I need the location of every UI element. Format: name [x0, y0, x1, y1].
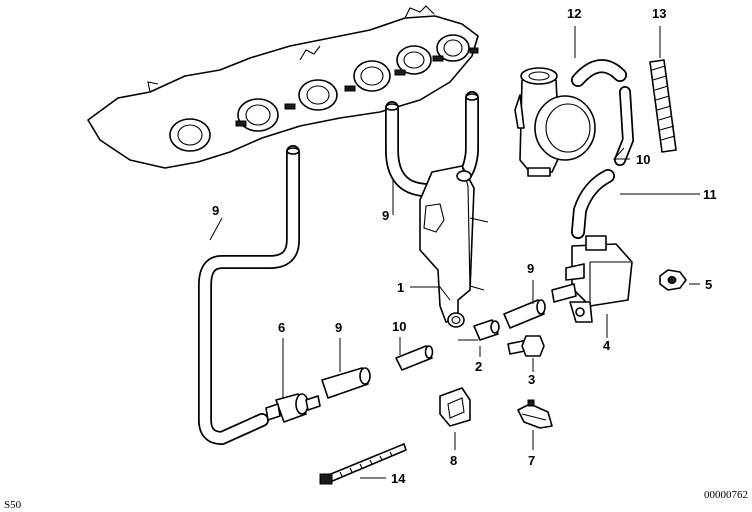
callout-2: 2: [475, 359, 482, 374]
callout-4: 4: [603, 338, 611, 353]
callout-13: 13: [652, 6, 666, 21]
hose-curved: [571, 169, 615, 239]
callout-10-left: 10: [392, 319, 406, 334]
hex-nut: [659, 269, 687, 291]
hose-bend: [571, 59, 627, 87]
callout-9-hose: 9: [335, 320, 342, 335]
callout-8: 8: [450, 453, 457, 468]
manifold-port: [436, 34, 470, 62]
callout-14: 14: [391, 471, 406, 486]
vacuum-hose-long: [198, 145, 300, 445]
callout-6: 6: [278, 320, 285, 335]
check-valve: [265, 393, 321, 423]
clip: [439, 387, 471, 427]
callout-9-right: 9: [527, 261, 534, 276]
callout-9-center: 9: [382, 208, 389, 223]
clamp: [517, 399, 553, 429]
callout-9-left: 9: [212, 203, 219, 218]
hose-piece-10: [395, 345, 434, 371]
diagram-group-code: S50: [4, 499, 22, 511]
bracket: [419, 165, 489, 328]
callout-1: 1: [397, 280, 404, 295]
manifold-port: [353, 60, 391, 92]
callout-7: 7: [528, 453, 535, 468]
callout-10-right: 10: [636, 152, 650, 167]
diagram-reference-number: 00000762: [704, 489, 748, 501]
leader-lines: [209, 26, 700, 479]
connector-2: [473, 319, 500, 341]
callout-11: 11: [703, 187, 717, 202]
cable-tie: [319, 443, 407, 485]
hose-piece-9-right: [503, 299, 546, 329]
manifold-port: [237, 98, 279, 132]
hose-piece-9-left: [321, 367, 371, 399]
intake-manifold: [87, 5, 479, 169]
callout-5: 5: [705, 277, 712, 292]
manifold-port: [169, 118, 211, 152]
insulating-tube: [649, 59, 677, 153]
bolt: [507, 335, 545, 357]
manifold-port: [396, 45, 432, 75]
manifold-port: [298, 79, 338, 111]
thermo-valve: [514, 67, 596, 177]
hose-short-right: [614, 86, 635, 166]
callout-12: 12: [567, 6, 581, 21]
solenoid-valve: [551, 235, 633, 323]
callout-3: 3: [528, 372, 535, 387]
callout-labels: 1 2 3 4 5 6 7 8 9 9 9 9 10 10 11 12 13 1…: [212, 6, 717, 486]
